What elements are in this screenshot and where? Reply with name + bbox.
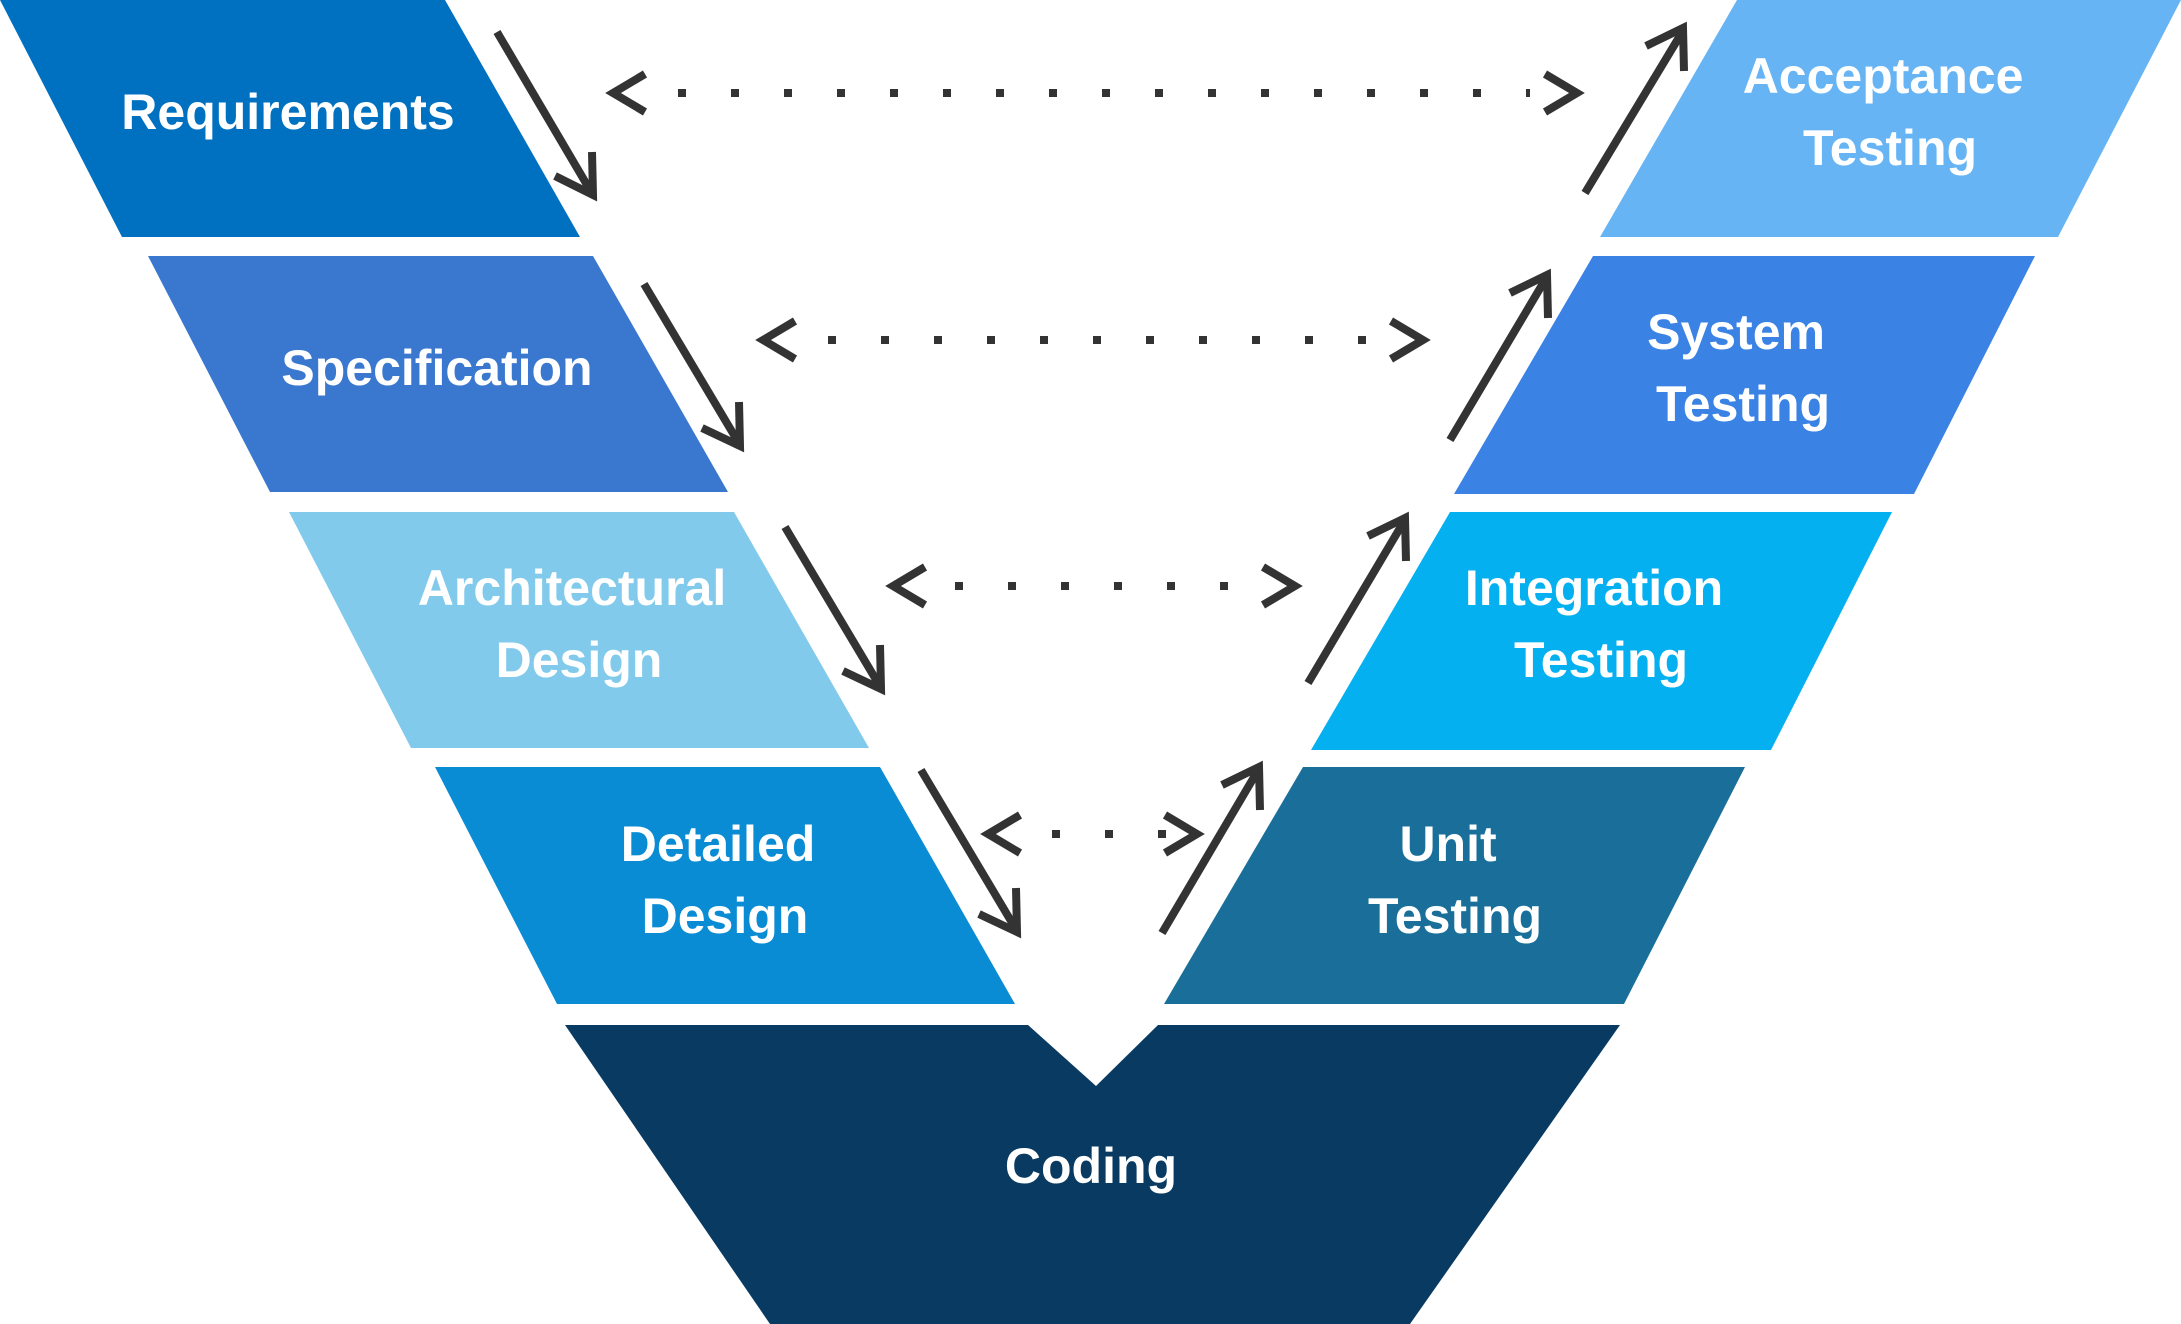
phase-system-testing: System Testing <box>1454 256 2035 494</box>
verification-link-architectural-integration <box>885 563 1303 609</box>
label-coding: Coding <box>1005 1138 1177 1194</box>
flow-arrow-up-3 <box>1446 268 1552 443</box>
flow-arrow-down-3 <box>781 524 886 696</box>
verification-link-requirements-acceptance <box>605 70 1585 116</box>
label-system-testing: System Testing <box>1647 304 1839 432</box>
flow-arrow-down-2 <box>640 281 745 453</box>
phase-acceptance-testing: Acceptance Testing <box>1600 0 2181 237</box>
flow-arrow-up-1 <box>1158 760 1264 936</box>
flow-arrow-down-1 <box>493 29 598 202</box>
phase-integration-testing: Integration Testing <box>1311 512 1892 750</box>
label-unit-testing: Unit Testing <box>1368 816 1542 944</box>
phase-architectural-design: Architectural Design <box>289 512 869 748</box>
label-acceptance-testing: Acceptance Testing <box>1743 48 2038 176</box>
flow-arrow-down-4 <box>917 767 1022 939</box>
phase-detailed-design: Detailed Design <box>435 767 1015 1004</box>
label-specification: Specification <box>281 340 592 396</box>
phase-coding: Coding <box>565 1025 1620 1324</box>
label-requirements: Requirements <box>121 84 454 140</box>
label-integration-testing: Integration Testing <box>1465 560 1737 688</box>
flow-arrow-up-4 <box>1581 21 1688 196</box>
phase-unit-testing: Unit Testing <box>1164 767 1745 1004</box>
phase-requirements: Requirements <box>0 0 580 237</box>
label-detailed-design: Detailed Design <box>621 816 829 944</box>
phase-specification: Specification <box>148 256 728 492</box>
flow-arrow-up-2 <box>1304 511 1410 686</box>
label-architectural-design: Architectural Design <box>418 560 740 688</box>
verification-link-detailed-unit <box>980 811 1205 857</box>
verification-link-specification-system <box>755 317 1431 363</box>
